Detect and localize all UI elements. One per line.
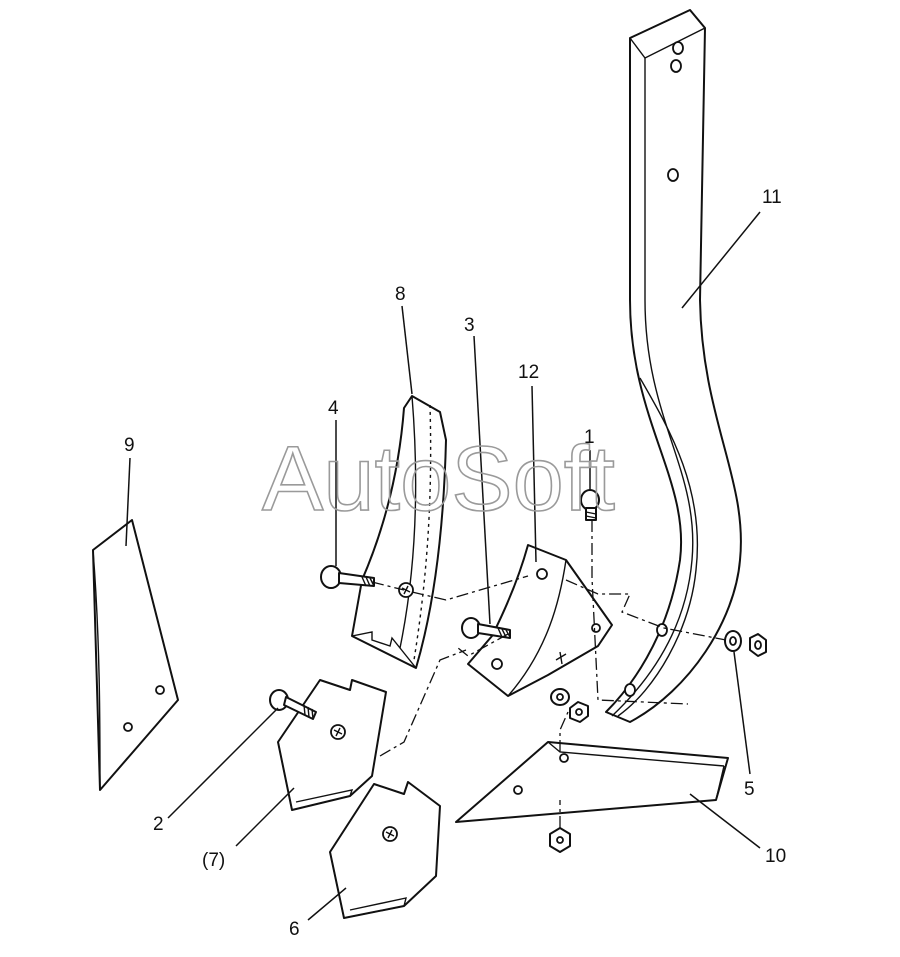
bolt-2 <box>269 689 317 720</box>
plate-hole <box>123 722 133 732</box>
callout-5: 5 <box>744 779 755 800</box>
point-hole <box>559 753 569 763</box>
nut-point <box>549 827 571 853</box>
shank-hole <box>667 168 679 182</box>
shank-hole <box>672 41 684 55</box>
washer-bracket <box>550 688 570 706</box>
part-9-wing-plate <box>92 519 179 791</box>
callout-2: 2 <box>153 814 164 835</box>
callout-9: 9 <box>124 435 135 456</box>
callout-3: 3 <box>464 315 475 336</box>
callout-6: 6 <box>289 919 300 940</box>
assembly-lines <box>371 520 727 828</box>
shank-hole <box>656 623 668 637</box>
bolt-4 <box>320 565 375 589</box>
nut-5 <box>749 633 767 657</box>
shank-hole <box>624 683 636 697</box>
bracket-hole <box>491 658 503 670</box>
bracket-hole <box>591 623 601 633</box>
nut-bracket <box>569 701 589 723</box>
callout-11: 11 <box>762 187 782 208</box>
callout-8: 8 <box>395 284 406 305</box>
callout-12: 12 <box>518 362 539 383</box>
part-6-share-lower <box>329 781 441 919</box>
callout-10: 10 <box>765 846 786 867</box>
callout-4: 4 <box>328 398 339 419</box>
bracket-hole <box>536 568 548 580</box>
part-10-point <box>455 741 729 823</box>
callout-7: (7) <box>202 850 225 871</box>
plate-hole <box>155 685 165 695</box>
callout-1: 1 <box>584 427 595 448</box>
bolt-3 <box>461 617 511 639</box>
bolt-1 <box>580 489 600 521</box>
washer-5 <box>724 630 742 652</box>
part-11-shank <box>605 9 742 723</box>
point-hole <box>513 785 523 795</box>
leader-lines <box>125 211 761 921</box>
watermark-text: AutoSoft <box>262 428 615 530</box>
shank-hole <box>670 59 682 73</box>
part-8-mouldboard <box>351 395 447 669</box>
